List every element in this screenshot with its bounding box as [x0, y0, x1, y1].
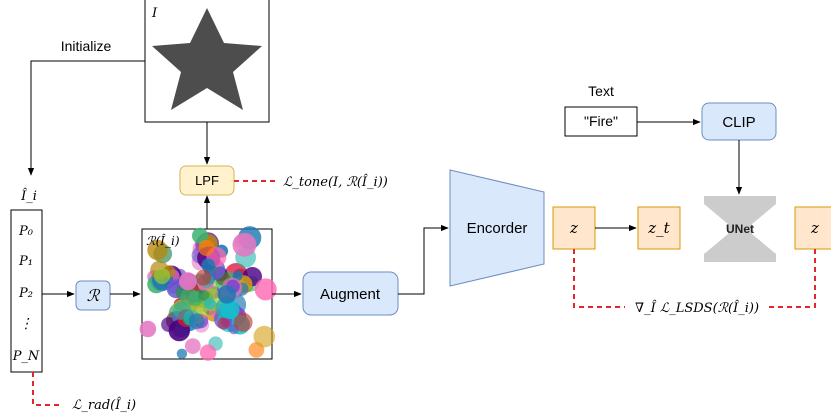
color-blob — [254, 278, 277, 301]
color-blob — [178, 272, 197, 291]
color-blob — [147, 239, 168, 261]
color-blob — [180, 287, 199, 306]
color-blob — [220, 299, 240, 320]
color-blob — [198, 289, 210, 301]
color-blob — [176, 348, 188, 359]
color-blob — [184, 338, 201, 354]
rendered-color-blobs — [139, 226, 277, 361]
param-p1: P₁ — [18, 254, 33, 269]
params-header: Î_i — [20, 188, 37, 204]
params-box: P₀ P₁ P₂ ⋮ P_N — [10, 209, 43, 373]
rendered-label: ℛ(Î_i) — [146, 233, 180, 248]
param-ellipsis: ⋮ — [19, 316, 33, 332]
latent-z-label: z — [569, 219, 578, 237]
star-shape — [152, 8, 262, 110]
color-blob — [233, 312, 253, 332]
param-p0: P₀ — [18, 224, 34, 239]
prompt-label: "Fire" — [584, 113, 618, 129]
noisy-latent-box: z_t — [637, 206, 681, 250]
color-blob — [139, 320, 157, 338]
color-blob — [188, 313, 205, 330]
render-operator-label: ℛ — [87, 286, 101, 305]
clip-label: CLIP — [722, 114, 755, 131]
lsds-left-dashed-line — [573, 249, 625, 308]
param-p2: P₂ — [18, 286, 33, 301]
color-blob — [192, 227, 208, 244]
rendered-image-box: ℛ(Î_i) — [139, 226, 277, 361]
tone-loss-label: ℒ_tone(I, ℛ(Î_i)) — [283, 174, 388, 190]
prompt-box: "Fire" — [564, 106, 638, 137]
text-label: Text — [588, 83, 614, 99]
augment-to-encoder-arrow — [398, 224, 449, 295]
color-blob — [198, 239, 215, 256]
unet-label: UNet — [726, 222, 754, 236]
rad-loss-dashed-line — [32, 372, 62, 406]
predicted-latent-box: z — [794, 206, 831, 250]
color-blob — [199, 344, 217, 361]
color-blob — [203, 297, 216, 310]
color-blob — [201, 258, 216, 273]
color-blob — [253, 325, 276, 348]
initialize-label: Initialize — [61, 38, 112, 54]
color-blob — [232, 232, 257, 257]
encoder-block: Encorder — [449, 169, 545, 287]
color-blob — [195, 269, 212, 286]
augment-box: Augment — [302, 271, 399, 316]
initialize-arrow — [27, 60, 145, 176]
image-label: I — [151, 6, 158, 21]
clip-box: CLIP — [701, 102, 777, 141]
lpf-label: LPF — [195, 173, 219, 188]
lsds-loss-label: ∇_Î ℒ_LSDS(ℛ(Î_i)) — [635, 300, 759, 316]
color-blob — [217, 285, 237, 304]
latent-z-box: z — [552, 206, 596, 250]
noisy-latent-label: z_t — [647, 219, 670, 237]
color-blob — [217, 317, 230, 330]
target-image-box: I — [144, 0, 270, 123]
unet-block: UNet — [704, 196, 776, 262]
encoder-label: Encorder — [467, 220, 528, 237]
param-pn: P_N — [12, 349, 40, 364]
render-operator-box: ℛ — [75, 280, 111, 311]
lsds-right-dashed-line — [765, 249, 816, 308]
predicted-latent-label: z — [810, 219, 819, 237]
lpf-box: LPF — [179, 165, 235, 196]
rad-loss-label: ℒ_rad(Î_i) — [72, 397, 136, 413]
augment-label: Augment — [320, 286, 381, 303]
color-blob — [154, 267, 171, 285]
